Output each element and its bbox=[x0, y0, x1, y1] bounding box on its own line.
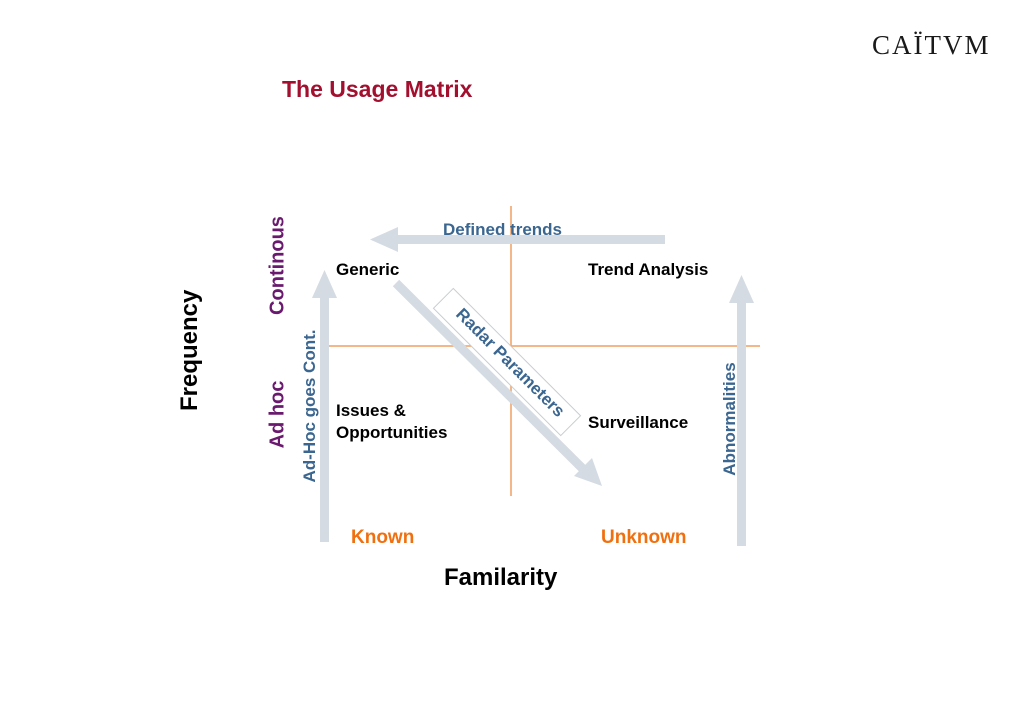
quadrant-issues-line2: Opportunities bbox=[336, 423, 448, 442]
ad-hoc-arrow bbox=[312, 270, 337, 542]
x-axis-right-label: Unknown bbox=[601, 527, 687, 548]
abnormalities-arrow bbox=[729, 275, 754, 546]
ad-hoc-goes-cont-label: Ad-Hoc goes Cont. bbox=[300, 329, 319, 483]
radar-parameters-box bbox=[432, 287, 582, 437]
defined-trends-arrow bbox=[370, 227, 665, 252]
y-axis-title: Frequency bbox=[176, 289, 203, 411]
quadrant-issues-line1: Issues & bbox=[336, 401, 406, 420]
quadrant-trend-analysis: Trend Analysis bbox=[588, 260, 709, 279]
abnormalities-label: Abnormalities bbox=[720, 362, 739, 476]
brand-logo: CAÏTVM bbox=[872, 30, 991, 60]
quadrant-surveillance: Surveillance bbox=[588, 413, 689, 432]
quadrant-generic: Generic bbox=[336, 260, 400, 279]
x-axis-title: Familarity bbox=[444, 564, 558, 591]
y-axis-top-label: Continous bbox=[266, 216, 289, 315]
defined-trends-label: Defined trends bbox=[443, 220, 563, 239]
y-axis-bottom-label: Ad hoc bbox=[266, 380, 289, 449]
page-title: The Usage Matrix bbox=[282, 76, 473, 102]
radar-parameters-arrow bbox=[392, 279, 602, 486]
x-axis-left-label: Known bbox=[351, 527, 415, 548]
